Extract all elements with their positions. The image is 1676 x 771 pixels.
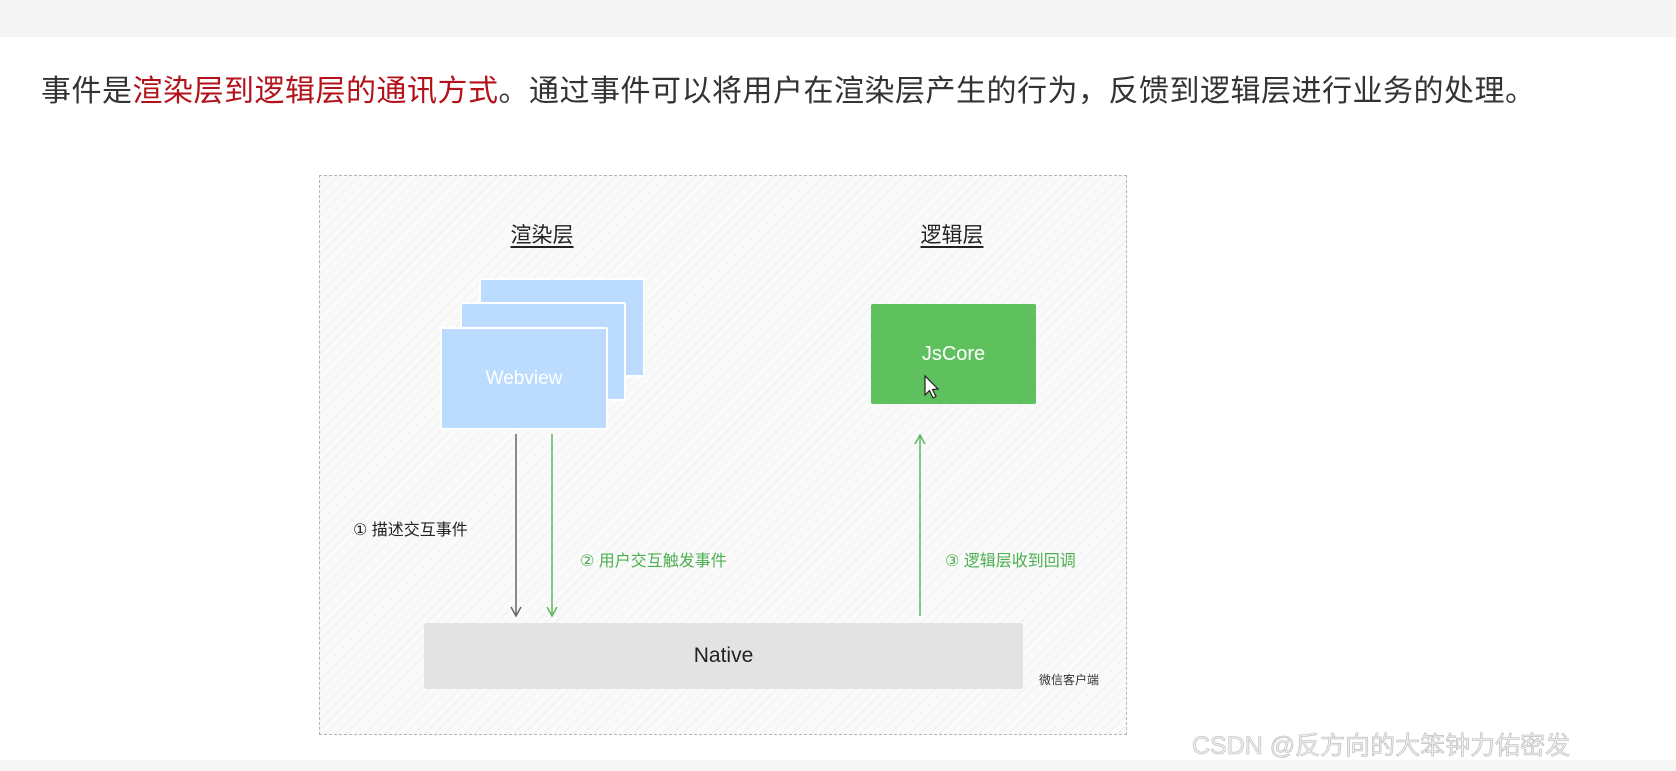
logic-layer-title: 逻辑层 xyxy=(920,224,984,247)
watermark: CSDN @反方向的大笨钟力佑密发 xyxy=(1192,732,1571,761)
page-heading: 事件是渲染层到逻辑层的通讯方式。通过事件可以将用户在渲染层产生的行为，反馈到逻辑… xyxy=(41,66,1536,110)
arrow-describe-event xyxy=(510,434,522,618)
heading-highlight: 渲染层到逻辑层的通讯方式 xyxy=(132,75,499,108)
arrow-trigger-event xyxy=(546,434,558,618)
bottom-strip xyxy=(0,760,1676,771)
step3-label: ③ 逻辑层收到回调 xyxy=(945,553,1076,570)
webview-card: Webview xyxy=(440,327,608,430)
client-label: 微信客户端 xyxy=(1039,673,1100,687)
native-box: Native xyxy=(424,623,1023,689)
arrow-callback xyxy=(914,433,926,616)
mouse-cursor-icon xyxy=(924,374,940,399)
step1-label: ① 描述交互事件 xyxy=(353,522,468,539)
render-layer-title: 渲染层 xyxy=(510,224,574,247)
top-bar xyxy=(0,0,1676,37)
heading-suffix: 。通过事件可以将用户在渲染层产生的行为，反馈到逻辑层进行业务的处理。 xyxy=(498,75,1536,108)
heading-prefix: 事件是 xyxy=(41,75,133,108)
jscore-box: JsCore xyxy=(871,304,1036,404)
step2-label: ② 用户交互触发事件 xyxy=(580,553,727,570)
